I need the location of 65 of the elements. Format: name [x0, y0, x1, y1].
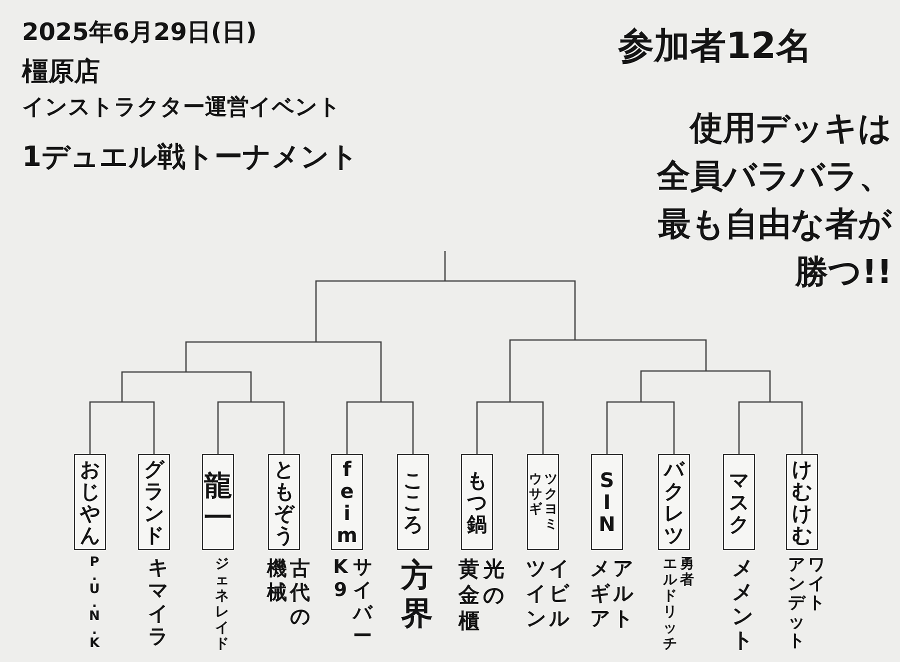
player-name: グランド [144, 458, 164, 546]
deck-name: メメント [731, 556, 755, 652]
participant-count-text: 参加者12名 [618, 25, 812, 69]
player-name: けむけむ [792, 458, 812, 546]
bracket-line [315, 280, 445, 342]
bracket-line [217, 401, 251, 454]
player-box [268, 454, 300, 550]
bracket-line [445, 280, 576, 340]
bracket-line [89, 401, 122, 454]
bracket-line [640, 370, 706, 402]
deck-name: サイバーK9 [332, 556, 373, 648]
player-name: マスク [729, 469, 749, 535]
deck-name: ジェネレイド [214, 556, 230, 652]
deck-name: イビルツイン [525, 556, 570, 631]
player-box [723, 454, 755, 550]
player-name: ともぞう [274, 458, 294, 546]
deck-name: 勇者エルドリッチ [662, 556, 695, 652]
bracket-line [251, 401, 285, 454]
player-name: バクレツ [664, 458, 684, 546]
player-name: 龍一 [204, 470, 232, 534]
deck-name: 方界 [400, 556, 434, 632]
player-name: おじやん [80, 458, 100, 546]
bracket-line [510, 401, 544, 454]
player-box [527, 454, 559, 550]
date-text: 2025年6月29日(日) [22, 17, 257, 48]
player-name: SIN [598, 469, 616, 535]
deck-name: ワイトアンデット [787, 556, 826, 651]
player-box [397, 454, 429, 550]
player-box [74, 454, 106, 550]
bracket-line [770, 401, 803, 454]
bracket-line [738, 401, 770, 454]
bracket-line [186, 371, 252, 402]
player-box [658, 454, 690, 550]
bracket-line [444, 251, 446, 281]
player-name: こころ [403, 469, 423, 535]
deck-name: 古代の機械 [266, 556, 311, 628]
player-box [461, 454, 493, 550]
player-box [331, 454, 363, 550]
deck-name: 光の黄金櫃 [457, 556, 506, 634]
deck-name: キマイラ [147, 556, 169, 648]
player-name: feim [336, 458, 358, 546]
player-name: ツクヨミウサギ [528, 472, 558, 532]
bracket-line [316, 341, 382, 402]
bracket-line [606, 401, 641, 454]
store-text: 橿原店 [22, 56, 100, 89]
deck-name: P.U.N.K [88, 556, 101, 650]
bracket-line [121, 371, 186, 402]
bracket-line [185, 341, 316, 372]
title-text: 1デュエル戦トーナメント [22, 139, 358, 175]
player-name: もつ鍋 [467, 469, 487, 535]
slogan-text: 使用デッキは全員バラバラ、最も自由な者が勝つ!! [656, 107, 892, 293]
event-text: インストラクター運営イベント [22, 94, 341, 122]
bracket-line [346, 401, 381, 454]
player-box [786, 454, 818, 550]
player-box [138, 454, 170, 550]
player-box [591, 454, 623, 550]
bracket-line [476, 401, 510, 454]
bracket-line [641, 401, 675, 454]
bracket-line [509, 339, 575, 402]
bracket-line [575, 339, 707, 371]
bracket-line [381, 401, 414, 454]
bracket-line [706, 370, 771, 402]
deck-name: アルトメギア [589, 556, 634, 631]
player-box [202, 454, 234, 550]
bracket-line [122, 401, 155, 454]
